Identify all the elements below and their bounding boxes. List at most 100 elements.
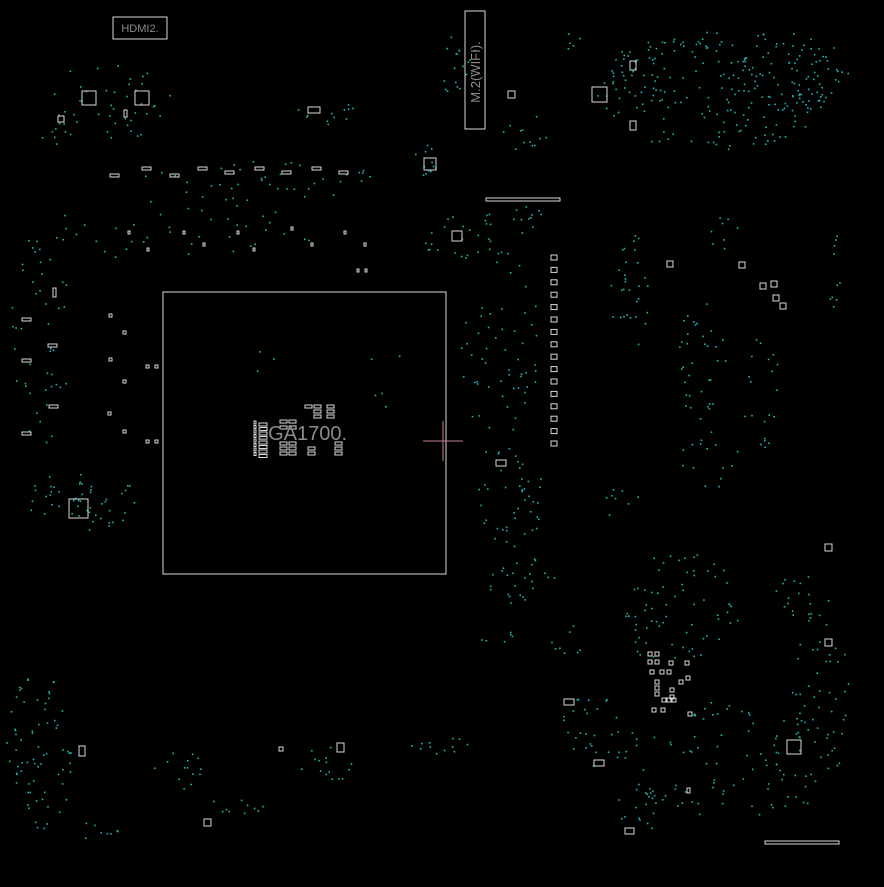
via <box>6 742 8 744</box>
via <box>641 103 644 105</box>
via <box>466 343 468 345</box>
via <box>716 360 719 362</box>
via <box>669 76 671 79</box>
via <box>140 103 143 105</box>
via <box>797 90 799 92</box>
ic-cluster-part <box>649 669 655 675</box>
via <box>720 734 723 736</box>
header-pin <box>550 378 558 385</box>
via <box>736 619 739 622</box>
smd-resistor <box>21 431 32 436</box>
via <box>519 129 522 132</box>
via <box>644 277 646 279</box>
via <box>620 65 623 67</box>
via <box>803 44 805 47</box>
header-pin <box>550 316 558 323</box>
via <box>710 431 713 433</box>
smd-part <box>624 827 635 835</box>
via <box>667 106 670 109</box>
header-pin <box>550 341 558 348</box>
via <box>55 383 58 386</box>
via <box>90 485 93 488</box>
via <box>237 183 239 186</box>
via <box>658 625 661 627</box>
via <box>27 678 29 680</box>
via <box>284 163 287 166</box>
via <box>424 150 427 153</box>
via <box>28 783 30 785</box>
via <box>706 31 708 34</box>
via <box>698 86 701 89</box>
via <box>572 625 575 627</box>
via <box>808 100 810 102</box>
via <box>652 87 655 90</box>
via <box>813 78 815 81</box>
via <box>18 686 21 689</box>
smd-resistor <box>169 173 180 178</box>
via <box>190 783 192 786</box>
via <box>839 282 841 284</box>
via <box>691 51 694 53</box>
via <box>126 95 128 98</box>
via <box>677 805 679 807</box>
via <box>796 723 799 726</box>
via <box>28 240 30 242</box>
via <box>544 572 546 575</box>
via <box>640 91 643 94</box>
via <box>816 727 819 729</box>
via <box>807 88 810 91</box>
via <box>663 131 665 133</box>
via <box>41 798 44 801</box>
via <box>318 759 320 762</box>
smd-capacitor <box>108 357 113 362</box>
via <box>200 768 202 770</box>
ic-cluster-part <box>668 660 674 666</box>
via <box>487 386 490 388</box>
hdmi-connector-outline <box>112 16 168 40</box>
via <box>114 122 117 125</box>
via <box>58 114 60 117</box>
via <box>136 135 139 137</box>
via <box>636 300 638 303</box>
via <box>531 529 534 531</box>
via <box>236 224 238 226</box>
via <box>736 450 739 453</box>
via <box>727 218 729 221</box>
via <box>489 223 492 226</box>
via <box>704 343 706 345</box>
via <box>444 88 447 91</box>
via <box>833 47 835 49</box>
via <box>428 169 430 172</box>
via <box>339 180 342 183</box>
via <box>687 333 689 335</box>
via <box>742 114 745 116</box>
via <box>67 750 69 753</box>
via <box>684 381 686 384</box>
via <box>569 42 571 44</box>
smd-part <box>738 261 746 269</box>
via <box>781 109 784 111</box>
via <box>425 242 427 245</box>
via <box>53 93 56 96</box>
via <box>616 756 619 759</box>
via <box>773 744 776 747</box>
via-layer <box>6 31 850 840</box>
via <box>793 580 796 582</box>
via <box>844 690 846 693</box>
via <box>798 55 801 57</box>
via <box>480 315 482 317</box>
via <box>651 607 653 610</box>
via <box>787 53 790 55</box>
header-pin <box>550 279 558 286</box>
via <box>488 213 491 216</box>
via <box>186 767 189 769</box>
via <box>765 126 767 128</box>
via <box>759 342 762 344</box>
via <box>807 107 809 109</box>
via <box>504 349 507 351</box>
via <box>798 84 801 86</box>
via <box>802 101 804 103</box>
via <box>58 307 60 310</box>
test-pad <box>824 543 833 552</box>
